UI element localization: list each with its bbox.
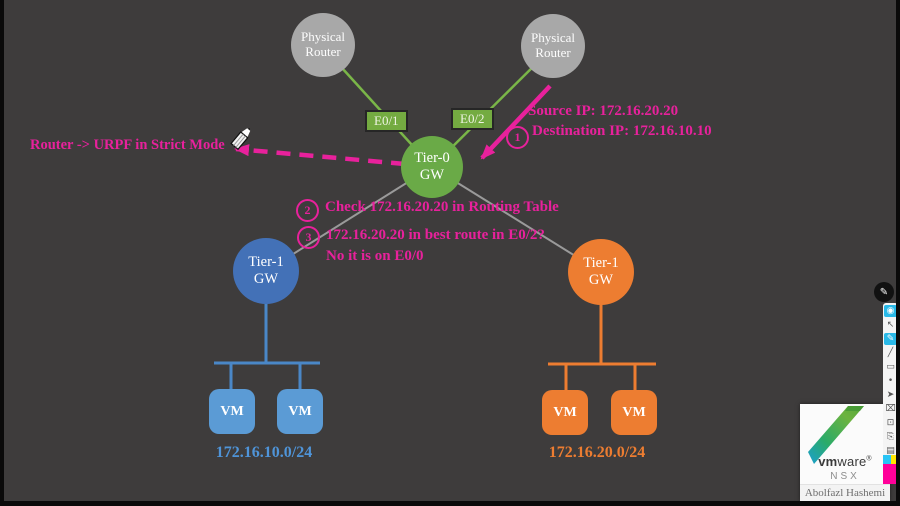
annotation-step3-line2: No it is on E0/0 (326, 248, 424, 264)
annotation-source-ip: Source IP: 172.16.20.20 (528, 103, 679, 119)
node-label: Physical Router (530, 30, 576, 60)
annotation-step1-number: 1 (506, 126, 529, 149)
node-tier1-gateway-right: Tier-1 GW (568, 239, 634, 305)
annotation-step2-text: Check 172.16.20.20 in Routing Table (325, 199, 559, 215)
vm-label: VM (220, 403, 244, 419)
node-physical-router-right: Physical Router (521, 14, 585, 78)
vmware-logo: vmware® (818, 454, 872, 469)
bottom-letterbox (0, 501, 900, 506)
vm-label: VM (288, 403, 312, 419)
vm-label: VM (622, 404, 646, 420)
vmware-ribbon-icon (808, 406, 864, 464)
pen-icon[interactable]: ✎ (884, 333, 897, 345)
node-label: Tier-1 GW (583, 255, 619, 288)
node-label: Physical Router (300, 29, 346, 59)
subnet-label-right: 172.16.20.0/24 (548, 444, 646, 461)
logo-glyph: ✎ (879, 286, 889, 298)
interface-text: E0/2 (460, 111, 485, 126)
interface-label-e0-1: E0/1 (365, 110, 408, 132)
interface-label-e0-2: E0/2 (451, 108, 494, 130)
interface-text: E0/1 (374, 113, 399, 128)
node-physical-router-left: Physical Router (291, 13, 355, 77)
node-label: Tier-1 GW (248, 254, 284, 287)
color-swatch-magenta[interactable] (883, 464, 899, 484)
screenshot-icon[interactable]: ⊡ (886, 418, 895, 428)
vm-node: VM (542, 390, 588, 435)
epic-pen-logo-icon[interactable]: ✎ (874, 282, 894, 302)
right-letterbox (896, 0, 900, 506)
folder-icon[interactable]: ▤ (886, 446, 895, 456)
vmware-nsx-watermark: vmware® NSX Abolfazl Hashemi (800, 404, 890, 501)
segment-tree-right (548, 302, 656, 391)
eraser-icon[interactable]: ▭ (886, 362, 895, 372)
line-icon[interactable]: ╱ (887, 348, 894, 358)
author-label: Abolfazl Hashemi (800, 484, 890, 501)
vm-node: VM (277, 389, 323, 434)
annotation-step3-number: 3 (297, 226, 320, 249)
vm-node: VM (611, 390, 657, 435)
shape-icon[interactable]: ➤ (886, 390, 895, 400)
color-swatch-row (883, 455, 899, 464)
view-icon[interactable]: ◉ (884, 305, 897, 317)
clipboard-icon[interactable]: ⎘ (886, 432, 895, 442)
annotation-toolbar: ◉ ↖ ✎ ╱ ▭ • ➤ ⌧ ⊡ ⎘ ▤ (883, 303, 898, 459)
nsx-label: NSX (830, 471, 860, 482)
cursor-icon[interactable]: ↖ (886, 320, 895, 330)
annotation-destination-ip: Destination IP: 172.16.10.10 (532, 123, 712, 139)
color-swatch-yellow[interactable] (891, 455, 899, 464)
dot-icon[interactable]: • (887, 376, 894, 386)
annotation-step3-line1: 172.16.20.20 in best route in E0/2? (326, 227, 545, 243)
node-label: Tier-0 GW (414, 150, 450, 183)
color-swatch-cyan[interactable] (883, 455, 891, 464)
node-tier0-gateway: Tier-0 GW (401, 136, 463, 198)
subnet-label-left: 172.16.10.0/24 (215, 444, 313, 461)
urpf-dashed-arrow (234, 144, 406, 167)
pencil-cursor-icon (230, 128, 251, 151)
vm-node: VM (209, 389, 255, 434)
trash-icon[interactable]: ⌧ (885, 404, 896, 414)
left-letterbox (0, 0, 4, 506)
annotation-urpf-note: Router -> URPF in Strict Mode (30, 137, 225, 153)
annotation-step2-number: 2 (296, 199, 319, 222)
node-tier1-gateway-left: Tier-1 GW (233, 238, 299, 304)
vm-label: VM (553, 404, 577, 420)
packet-arrow (480, 84, 552, 160)
segment-tree-left (214, 300, 320, 391)
